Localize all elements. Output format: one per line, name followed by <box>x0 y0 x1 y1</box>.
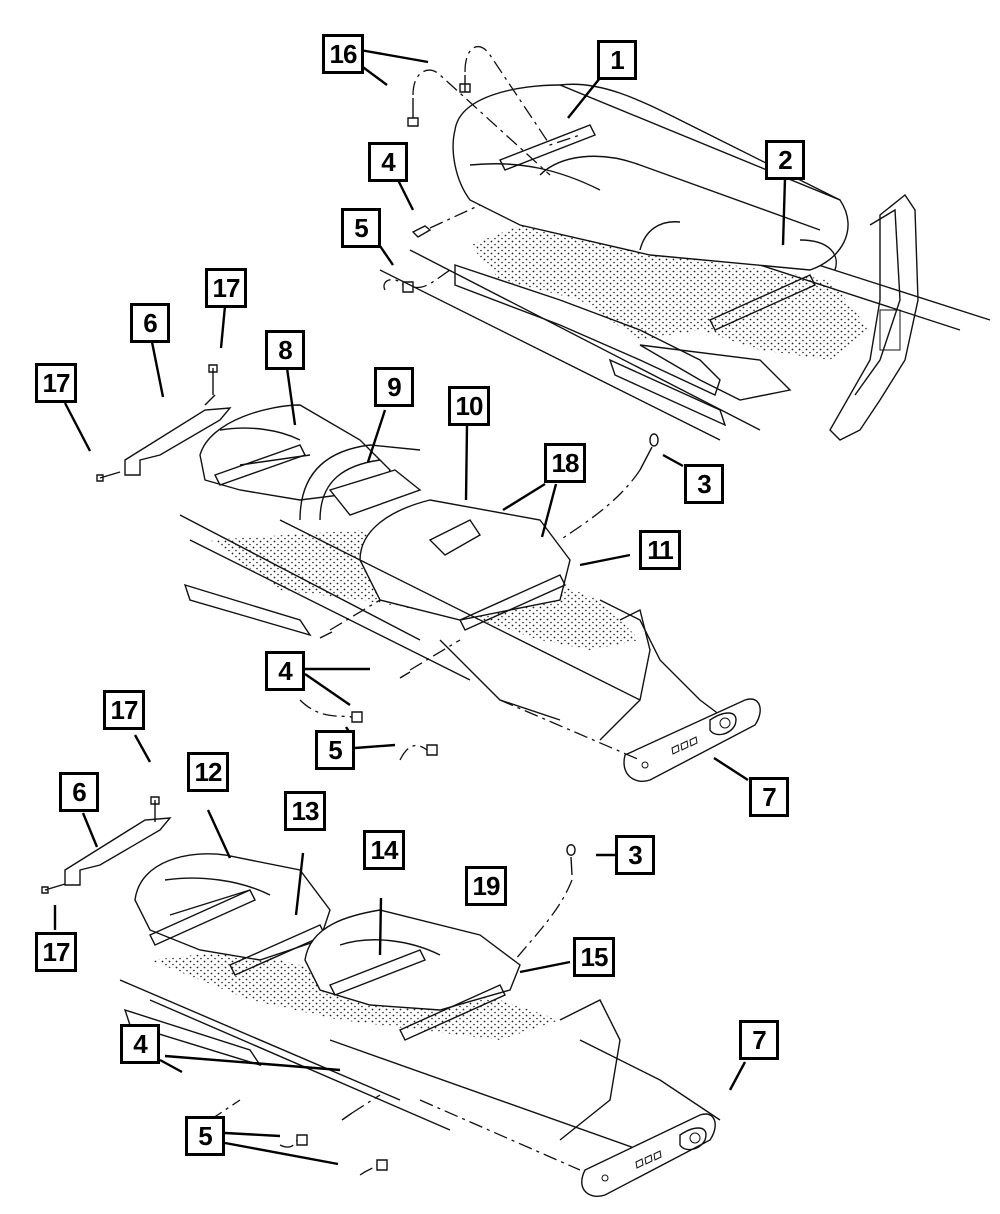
callout-7-middle[interactable]: 7 <box>749 777 789 817</box>
callout-17-middle-left[interactable]: 17 <box>35 363 77 403</box>
callout-5-front[interactable]: 5 <box>185 1116 225 1156</box>
callout-4-middle[interactable]: 4 <box>265 651 305 691</box>
callout-18[interactable]: 18 <box>544 443 586 483</box>
rear-bench-seat-art <box>379 46 991 441</box>
callout-5-middle[interactable]: 5 <box>315 730 355 770</box>
callout-17-front-left[interactable]: 17 <box>35 932 77 972</box>
callout-1[interactable]: 1 <box>597 40 637 80</box>
callout-9[interactable]: 9 <box>374 367 414 407</box>
middle-seats-art <box>96 364 761 782</box>
callout-17-middle-top[interactable]: 17 <box>205 268 247 308</box>
rear-floor-carpet <box>470 210 870 360</box>
callout-5-rear[interactable]: 5 <box>341 208 381 248</box>
callout-2[interactable]: 2 <box>765 140 805 180</box>
callout-12[interactable]: 12 <box>187 752 229 792</box>
callout-16[interactable]: 16 <box>322 34 364 74</box>
callout-8[interactable]: 8 <box>265 330 305 370</box>
callout-10[interactable]: 10 <box>448 386 490 426</box>
callout-13[interactable]: 13 <box>284 791 326 831</box>
callout-3-front[interactable]: 3 <box>615 835 655 875</box>
callout-6-front[interactable]: 6 <box>59 772 99 812</box>
callout-4-front[interactable]: 4 <box>120 1024 160 1064</box>
leader-lines <box>53 48 787 1166</box>
callout-7-front[interactable]: 7 <box>739 1020 779 1060</box>
callout-15[interactable]: 15 <box>573 937 615 977</box>
callout-11[interactable]: 11 <box>639 530 681 570</box>
front-seats-art <box>41 796 721 1197</box>
callout-3-middle[interactable]: 3 <box>684 464 724 504</box>
callout-14[interactable]: 14 <box>363 830 405 870</box>
callout-6-middle[interactable]: 6 <box>130 303 170 343</box>
callout-19[interactable]: 19 <box>465 866 507 906</box>
callout-4-rear[interactable]: 4 <box>368 142 408 182</box>
callout-17-front-top[interactable]: 17 <box>103 690 145 730</box>
